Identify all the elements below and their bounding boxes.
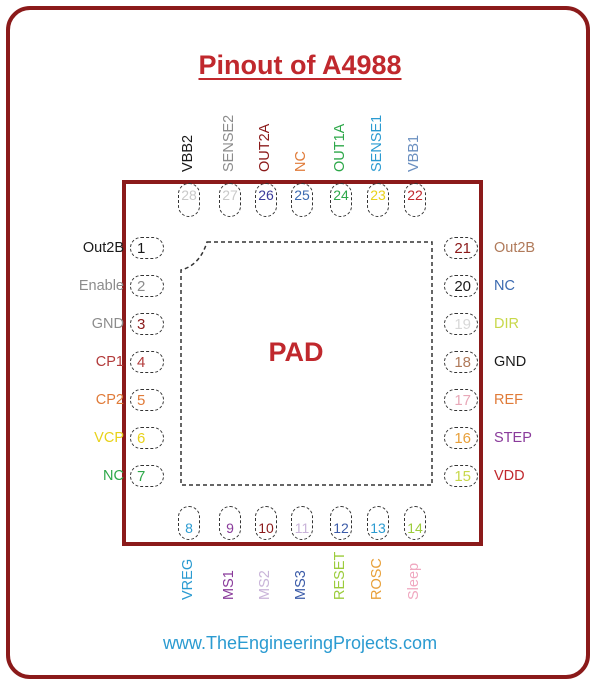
pin-26-label: OUT2A — [257, 123, 273, 172]
pin-27-pad: 27 — [219, 183, 241, 217]
pin-23-pad: 23 — [367, 183, 389, 217]
pin-12-pad: 12 — [330, 506, 352, 540]
pad-label: PAD — [268, 337, 324, 367]
pin-21-pad: 21 — [444, 237, 478, 259]
pin-20-label: NC — [494, 278, 515, 294]
pin-25-label: NC — [293, 151, 309, 172]
pin-10-label: MS2 — [257, 570, 273, 600]
pin-18-label: GND — [494, 354, 527, 370]
pin-6-pad: 6 — [130, 427, 164, 449]
pin-16-pad: 16 — [444, 427, 478, 449]
pin-5-pad: 5 — [130, 389, 164, 411]
pin-24-label: OUT1A — [332, 123, 348, 172]
pin-3-label: GND — [91, 316, 124, 332]
pin-17-label: REF — [494, 392, 523, 408]
pin-19-pad: 19 — [444, 313, 478, 335]
pin-9-label: MS1 — [221, 570, 237, 600]
pin-12-label: RESET — [332, 551, 348, 600]
pin-3-pad: 3 — [130, 313, 164, 335]
pin-18-pad: 18 — [444, 351, 478, 373]
pin-6-label: VCP — [94, 430, 124, 446]
pin-21-label: Out2B — [494, 240, 536, 256]
pin-11-label: MS3 — [293, 570, 309, 600]
pin-22-label: VBB1 — [406, 134, 422, 172]
pin-13-pad: 13 — [367, 506, 389, 540]
footer-url: www.TheEngineeringProjects.com — [162, 633, 438, 653]
pin-2-label: Enable — [78, 278, 124, 294]
pin-8-label: VREG — [180, 558, 196, 600]
pin-13-label: ROSC — [369, 558, 385, 600]
pin-27-label: SENSE2 — [221, 114, 237, 172]
pin-9-pad: 9 — [219, 506, 241, 540]
pin-15-label: VDD — [494, 468, 525, 484]
pin-25-pad: 25 — [291, 183, 313, 217]
pin-16-label: STEP — [494, 430, 532, 446]
pin-19-label: DIR — [494, 316, 519, 332]
pin-7-pad: 7 — [130, 465, 164, 487]
pin-5-label: CP2 — [95, 392, 124, 408]
pin-7-label: NC — [103, 468, 124, 484]
pin-1-label: Out2B — [82, 240, 124, 256]
pin-1-pad: 1 — [130, 237, 164, 259]
pin-8-pad: 8 — [178, 506, 200, 540]
diagram-title: Pinout of A4988 — [198, 50, 402, 80]
pin-28-pad: 28 — [178, 183, 200, 217]
pin-4-label: CP1 — [95, 354, 124, 370]
pin-10-pad: 10 — [255, 506, 277, 540]
pin-14-label: Sleep — [406, 562, 422, 600]
pin-23-label: SENSE1 — [369, 114, 385, 172]
pin-11-pad: 11 — [291, 506, 313, 540]
pin-17-pad: 17 — [444, 389, 478, 411]
pin-24-pad: 24 — [330, 183, 352, 217]
pin-22-pad: 22 — [404, 183, 426, 217]
pin-28-label: VBB2 — [180, 134, 196, 172]
pin-15-pad: 15 — [444, 465, 478, 487]
pin-14-pad: 14 — [404, 506, 426, 540]
pin-20-pad: 20 — [444, 275, 478, 297]
pin-26-pad: 26 — [255, 183, 277, 217]
pin-2-pad: 2 — [130, 275, 164, 297]
pin-4-pad: 4 — [130, 351, 164, 373]
